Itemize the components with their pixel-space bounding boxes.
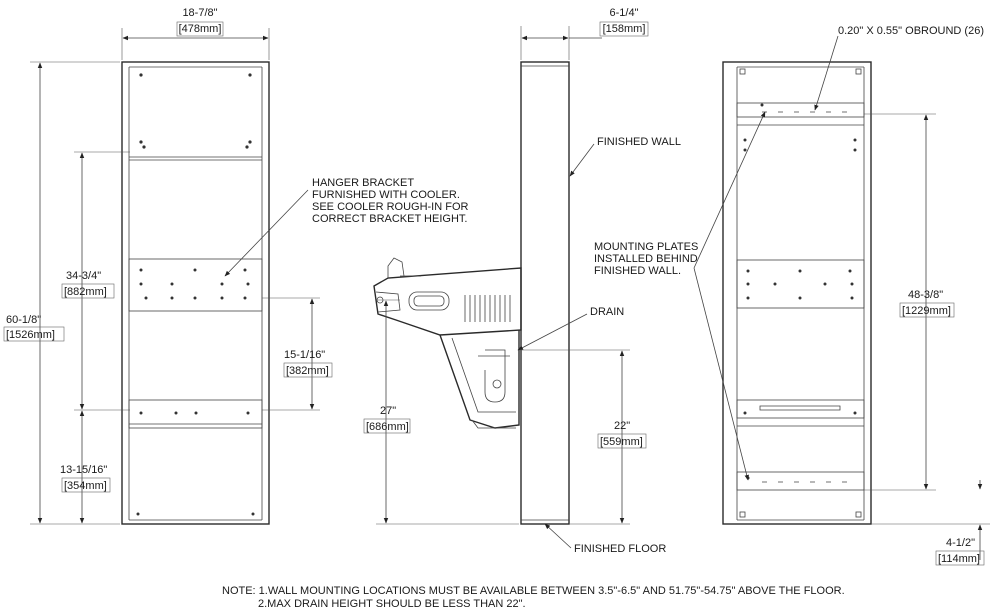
drain-label: DRAIN [590, 306, 624, 318]
side-depth-imperial: 6-1/4" [610, 7, 639, 19]
note-line-2: 2.MAX DRAIN HEIGHT SHOULD BE LESS THAN 2… [258, 598, 526, 610]
obround-label: 0.20" X 0.55" OBROUND (26) [838, 25, 984, 37]
front-low-metric: [354mm] [64, 480, 107, 492]
front-upper-metric: [882mm] [64, 286, 107, 298]
side-view: 6-1/4" [158mm] FINISHED WALL DRAIN 27" [… [363, 7, 681, 555]
finished-floor-label: FINISHED FLOOR [574, 543, 666, 555]
cooler-unit [373, 257, 522, 429]
side-height27-metric: [686mm] [366, 421, 409, 433]
hanger-note-2: FURNISHED WITH COOLER. [312, 189, 460, 201]
rear-view: 0.20" X 0.55" OBROUND (26) MOUNTING PLAT… [594, 25, 990, 566]
cooler-vents [464, 295, 511, 322]
rear-holes [739, 68, 862, 518]
side-height27-imperial: 27" [380, 405, 396, 417]
front-width-imperial: 18-7/8" [182, 7, 217, 19]
note-line-1: NOTE: 1.WALL MOUNTING LOCATIONS MUST BE … [222, 585, 845, 597]
front-view: 18-7/8" [478mm] 60-1/8" [1526mm] 34-3/4"… [3, 7, 469, 525]
rear-height-metric: [1229mm] [902, 305, 951, 317]
rear-height-imperial: 48-3/8" [908, 289, 943, 301]
front-low-imperial: 13-15/16" [60, 464, 107, 476]
front-width-metric: [478mm] [179, 23, 222, 35]
side-depth-metric: [158mm] [603, 23, 646, 35]
hanger-note-4: CORRECT BRACKET HEIGHT. [312, 213, 467, 225]
mounting-note-2: INSTALLED BEHIND [594, 253, 698, 265]
front-mid-imperial: 15-1/16" [284, 349, 325, 361]
front-holes [136, 73, 255, 516]
mounting-note-1: MOUNTING PLATES [594, 241, 698, 253]
rear-base-metric: [114mm] [938, 553, 980, 565]
rear-base-imperial: 4-1/2" [946, 537, 975, 549]
front-height-metric: [1526mm] [6, 329, 55, 341]
hanger-note-1: HANGER BRACKET [312, 177, 414, 189]
finished-wall-label: FINISHED WALL [597, 136, 681, 148]
side-height22-metric: [559mm] [600, 436, 643, 448]
mounting-note-3: FINISHED WALL. [594, 265, 681, 277]
hanger-note-3: SEE COOLER ROUGH-IN FOR [312, 201, 469, 213]
general-notes: NOTE: 1.WALL MOUNTING LOCATIONS MUST BE … [222, 585, 845, 610]
front-upper-imperial: 34-3/4" [66, 270, 101, 282]
front-height-imperial: 60-1/8" [6, 314, 41, 326]
side-height22-imperial: 22" [614, 420, 630, 432]
front-mid-metric: [382mm] [286, 365, 329, 377]
